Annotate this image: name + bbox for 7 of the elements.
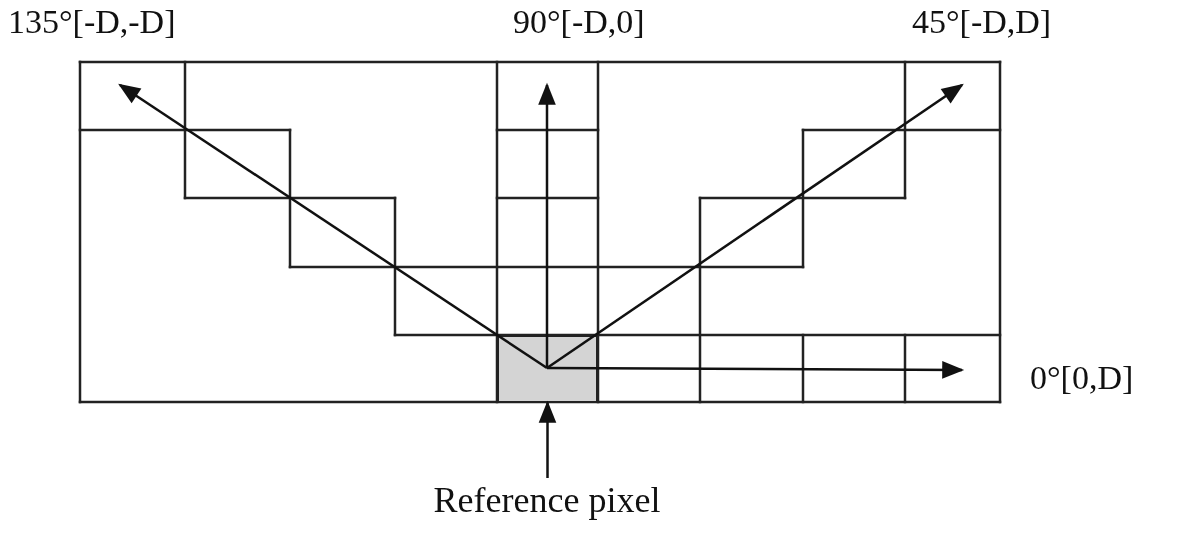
reference-pixel-cell [497, 335, 598, 403]
angle-label: 90°[-D,0] [513, 2, 645, 42]
angle-label: 135°[-D,-D] [8, 2, 176, 42]
angle-label: 45°[-D,D] [912, 2, 1052, 42]
caption-text: Reference pixel [367, 478, 727, 524]
arrow [538, 400, 557, 478]
angle-label: 0°[0,D] [1030, 358, 1134, 398]
